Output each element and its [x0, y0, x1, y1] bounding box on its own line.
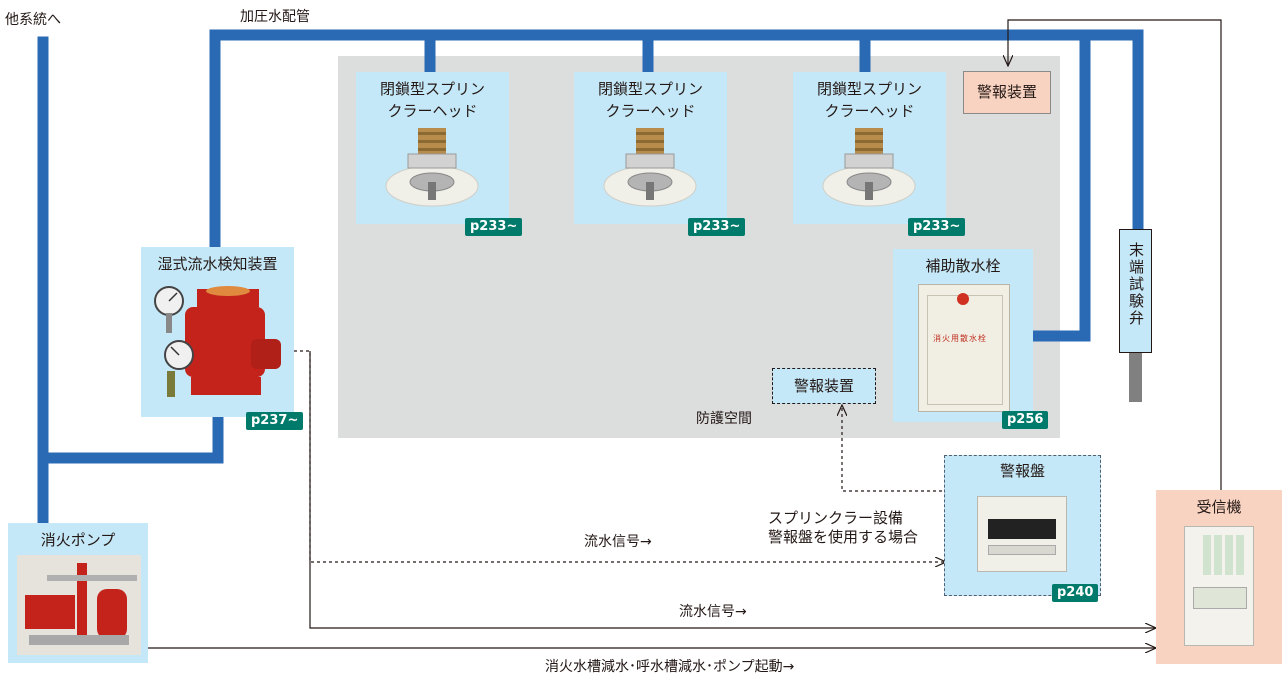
pipe-valve-to-pump [37, 414, 224, 464]
alarm-device-top-label: 警報装置 [976, 83, 1037, 101]
auxiliary-hydrant-box: 補助散水栓 消火用散水栓 [893, 249, 1033, 422]
sprinkler-head-box-3: 閉鎖型スプリン クラーヘッド [793, 72, 946, 224]
panel-case-label-line2: 警報盤を使用する場合 [768, 528, 919, 546]
solid-flow-signal-line [309, 351, 1156, 628]
alarm-device-top: 警報装置 [963, 71, 1051, 114]
wet-flow-detector-page-badge: p237~ [246, 412, 304, 430]
other-system-label: 他系統へ [5, 12, 61, 28]
sprinkler-head-title-line2: クラーヘッド [605, 102, 696, 120]
hydrant-cabinet-door [927, 295, 1003, 405]
flow-signal-dashed-label: 流水信号→ [584, 534, 652, 550]
end-test-valve-label: 末端試験弁 [1127, 242, 1145, 327]
dashed-signal-to-alarm-device [842, 405, 948, 492]
wet-flow-detector-image [154, 286, 281, 397]
panel-case-label-line1: スプリンクラー設備 [768, 509, 904, 527]
pipe-main-header [209, 29, 1144, 261]
alarm-panel-title: 警報盤 [999, 462, 1045, 480]
fire-pump-title: 消火ポンプ [40, 531, 116, 549]
flow-signal-solid-label: 流水信号→ [679, 604, 747, 620]
pipe-hydrant-loop [1027, 29, 1091, 342]
receiver-control-strip [1193, 587, 1247, 609]
receiver-image [1184, 526, 1254, 646]
auxiliary-hydrant-title: 補助散水栓 [925, 257, 1001, 275]
hydrant-page-badge: p256 [1002, 411, 1049, 429]
receiver-indicator-grid [1203, 535, 1247, 575]
alarm-device-dashed-label: 警報装置 [793, 377, 854, 395]
alarm-device-dashed: 警報装置 [772, 368, 876, 404]
end-test-valve: 末端試験弁 [1119, 229, 1152, 353]
bottom-signal-label: 消火水槽減水･呼水槽減水･ポンプ起動→ [545, 659, 795, 675]
alarm-panel-box: 警報盤 [944, 455, 1101, 596]
alarm-panel-buttons [988, 545, 1056, 555]
alarm-panel-image [977, 496, 1067, 572]
fire-pump-image [17, 555, 141, 655]
protected-space-label: 防護空間 [696, 411, 752, 427]
test-valve-drain-pipe [1129, 352, 1142, 402]
hydrant-indicator-lamp [957, 293, 969, 305]
wet-flow-detector-title: 湿式流水検知装置 [157, 255, 278, 273]
wet-flow-detector-box: 湿式流水検知装置 [141, 247, 294, 417]
fire-pump-box: 消火ポンプ [8, 523, 148, 663]
pressurized-pipe-label: 加圧水配管 [240, 9, 310, 25]
sprinkler-head-box-1: 閉鎖型スプリン クラーヘッド [356, 72, 509, 224]
sprinkler-page-badge: p233~ [908, 218, 966, 236]
sprinkler-head-title-line2: クラーヘッド [387, 102, 478, 120]
sprinkler-head-image [603, 128, 697, 207]
sprinkler-head-title-line2: クラーヘッド [824, 102, 915, 120]
signal-line-receiver-top [1008, 19, 1222, 490]
sprinkler-page-badge: p233~ [688, 218, 746, 236]
alarm-panel-page-badge: p240 [1052, 584, 1099, 602]
alarm-panel-display [988, 519, 1056, 539]
hydrant-cabinet-image: 消火用散水栓 [918, 284, 1010, 412]
sprinkler-head-box-2: 閉鎖型スプリン クラーヘッド [574, 72, 727, 224]
receiver-box: 受信機 [1156, 490, 1282, 664]
hydrant-cabinet-text: 消火用散水栓 [933, 334, 987, 343]
receiver-title: 受信機 [1196, 498, 1242, 516]
sprinkler-head-title-line1: 閉鎖型スプリン [379, 80, 485, 98]
sprinkler-head-title-line1: 閉鎖型スプリン [597, 80, 703, 98]
sprinkler-page-badge: p233~ [465, 218, 523, 236]
sprinkler-head-image [822, 128, 916, 207]
sprinkler-head-title-line1: 閉鎖型スプリン [816, 80, 922, 98]
sprinkler-head-image [385, 128, 479, 207]
